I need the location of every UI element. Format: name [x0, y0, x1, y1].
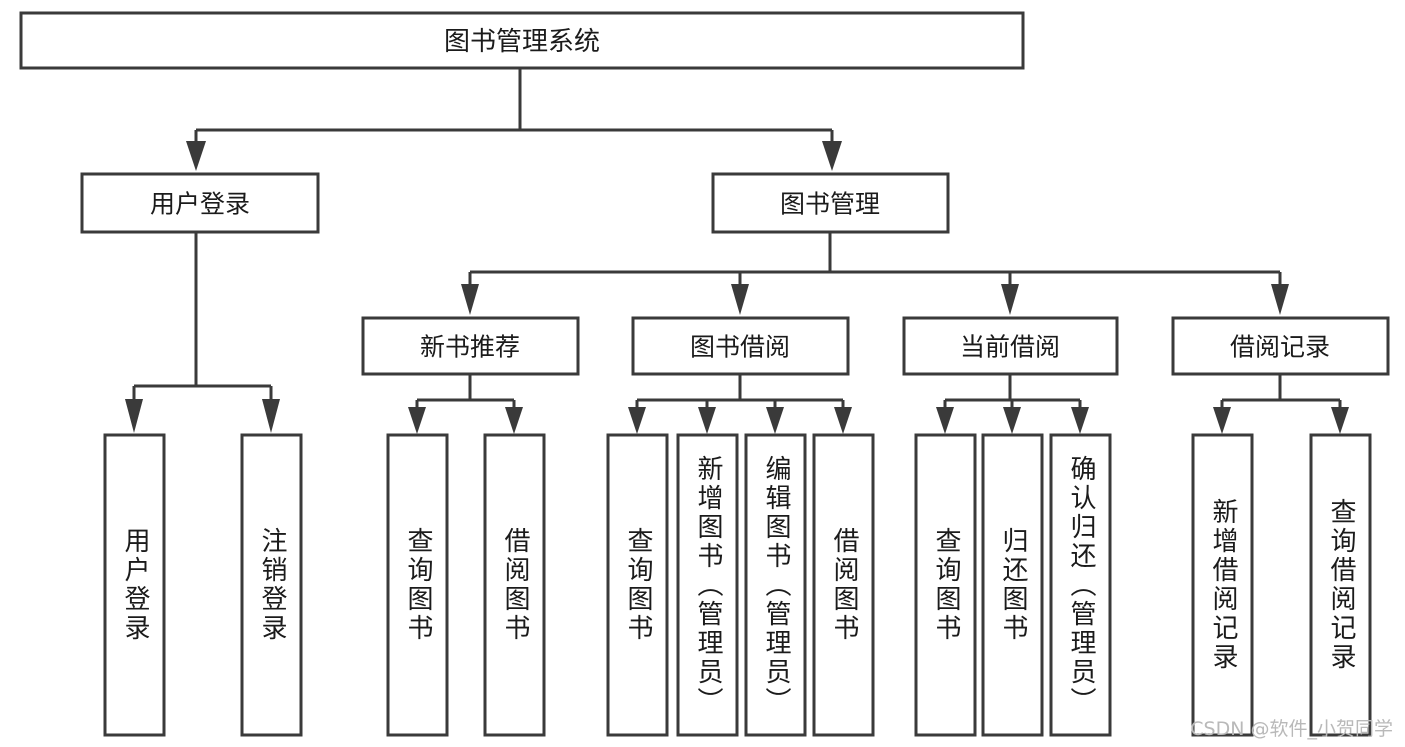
leaf-edit-book-box[interactable]	[744, 433, 807, 737]
arrow-head-icon	[125, 399, 143, 433]
node-book-borrow-box	[631, 316, 850, 376]
node-borrow-record[interactable]: 借阅记录	[1171, 316, 1390, 376]
leaf-query-book-1-box[interactable]	[386, 433, 449, 737]
arrow-head-icon	[936, 407, 954, 434]
arrow-head-icon	[1003, 407, 1021, 434]
node-borrow-record-label: 借阅记录	[1230, 333, 1330, 362]
arrow-head-icon	[834, 407, 852, 434]
connector-borrow-record-to-leaves	[1213, 375, 1349, 434]
arrow-head-icon	[262, 399, 280, 433]
arrow-head-icon	[628, 407, 646, 434]
node-new-book-recommend[interactable]: 新书推荐	[361, 316, 580, 376]
arrow-head-icon	[461, 284, 479, 315]
csdn-watermark: CSDN @软件_小贺同学	[1190, 718, 1393, 740]
leaf-query-book-3-box[interactable]	[914, 433, 977, 737]
node-root-label: 图书管理系统	[444, 27, 600, 57]
connector-new-book-recommend-to-leaves	[408, 375, 523, 434]
node-borrow-record-box	[1171, 316, 1390, 376]
leaf-add-record-box[interactable]	[1191, 433, 1254, 737]
leaf-add-book-box[interactable]	[676, 433, 739, 737]
connector-root-to-level2	[186, 69, 842, 171]
node-new-book-recommend-box	[361, 316, 580, 376]
arrow-head-icon	[698, 407, 716, 434]
arrow-head-icon	[766, 407, 784, 434]
node-current-borrow-box	[902, 316, 1119, 376]
node-new-book-recommend-label: 新书推荐	[420, 333, 520, 362]
leaf-query-record-box[interactable]	[1309, 433, 1372, 737]
node-current-borrow[interactable]: 当前借阅	[902, 316, 1119, 376]
arrow-head-icon	[822, 141, 842, 171]
node-root[interactable]: 图书管理系统	[19, 11, 1025, 70]
node-book-borrow[interactable]: 图书借阅	[631, 316, 850, 376]
node-root-box	[19, 11, 1025, 70]
arrow-head-icon	[186, 141, 206, 171]
connector-user-login-to-leaves	[125, 233, 280, 433]
leaf-query-book-2-box[interactable]	[606, 433, 669, 737]
node-user-login-box	[80, 172, 320, 234]
arrow-head-icon	[1001, 284, 1019, 315]
connector-book-manage-to-level3	[461, 233, 1289, 315]
arrow-head-icon	[1331, 407, 1349, 434]
leaf-user-login-box[interactable]	[103, 433, 166, 737]
node-book-manage[interactable]: 图书管理	[711, 172, 950, 234]
leaf-confirm-return-box[interactable]	[1049, 433, 1112, 737]
leaf-return-book-box[interactable]	[981, 433, 1044, 737]
arrow-head-icon	[1213, 407, 1231, 434]
node-current-borrow-label: 当前借阅	[960, 333, 1060, 362]
arrow-head-icon	[731, 284, 749, 315]
node-user-login-label: 用户登录	[150, 190, 250, 219]
connector-book-borrow-to-leaves	[628, 375, 852, 434]
arrow-head-icon	[408, 407, 426, 434]
arrow-head-icon	[1271, 284, 1289, 315]
connector-current-borrow-to-leaves	[936, 375, 1089, 434]
leaf-boxes	[103, 433, 1372, 737]
leaf-borrow-book-2-box[interactable]	[812, 433, 875, 737]
leaf-borrow-book-1-box[interactable]	[483, 433, 546, 737]
arrow-head-icon	[1071, 407, 1089, 434]
node-user-login[interactable]: 用户登录	[80, 172, 320, 234]
node-book-manage-label: 图书管理	[780, 190, 880, 219]
node-book-borrow-label: 图书借阅	[690, 333, 790, 362]
leaf-user-logout-box[interactable]	[240, 433, 303, 737]
node-book-manage-box	[711, 172, 950, 234]
arrow-head-icon	[505, 407, 523, 434]
